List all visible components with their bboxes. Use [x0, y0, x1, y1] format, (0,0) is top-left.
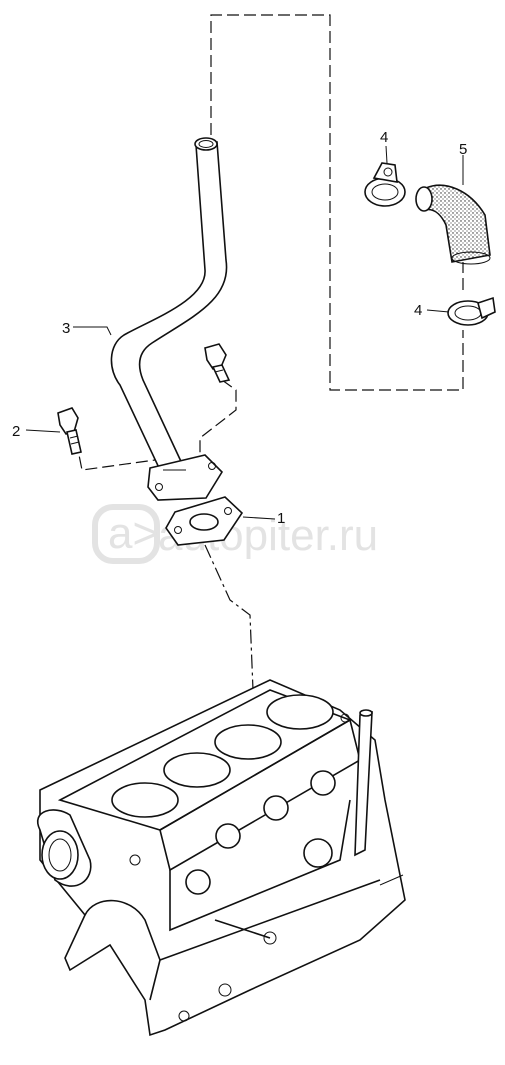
- callout-1: 1: [277, 510, 285, 527]
- watermark-logo-icon: a>: [92, 504, 160, 564]
- hose-clamp-upper: [364, 162, 406, 207]
- callout-2: 2: [12, 423, 20, 440]
- callout-3: 3: [62, 320, 70, 337]
- rubber-hose: [415, 184, 491, 265]
- engine-block: [37, 679, 406, 1037]
- water-pipe: [110, 137, 228, 501]
- svg-text:a>: a>: [108, 509, 158, 558]
- bolt-left: [57, 407, 82, 455]
- callout-leaders: [25, 145, 464, 520]
- bolt-right: [204, 343, 231, 383]
- callout-4-lower: 4: [414, 302, 422, 319]
- callout-4-upper: 4: [380, 129, 388, 146]
- gasket: [165, 496, 244, 546]
- hose-clamp-lower: [447, 296, 496, 326]
- callout-5: 5: [459, 141, 467, 158]
